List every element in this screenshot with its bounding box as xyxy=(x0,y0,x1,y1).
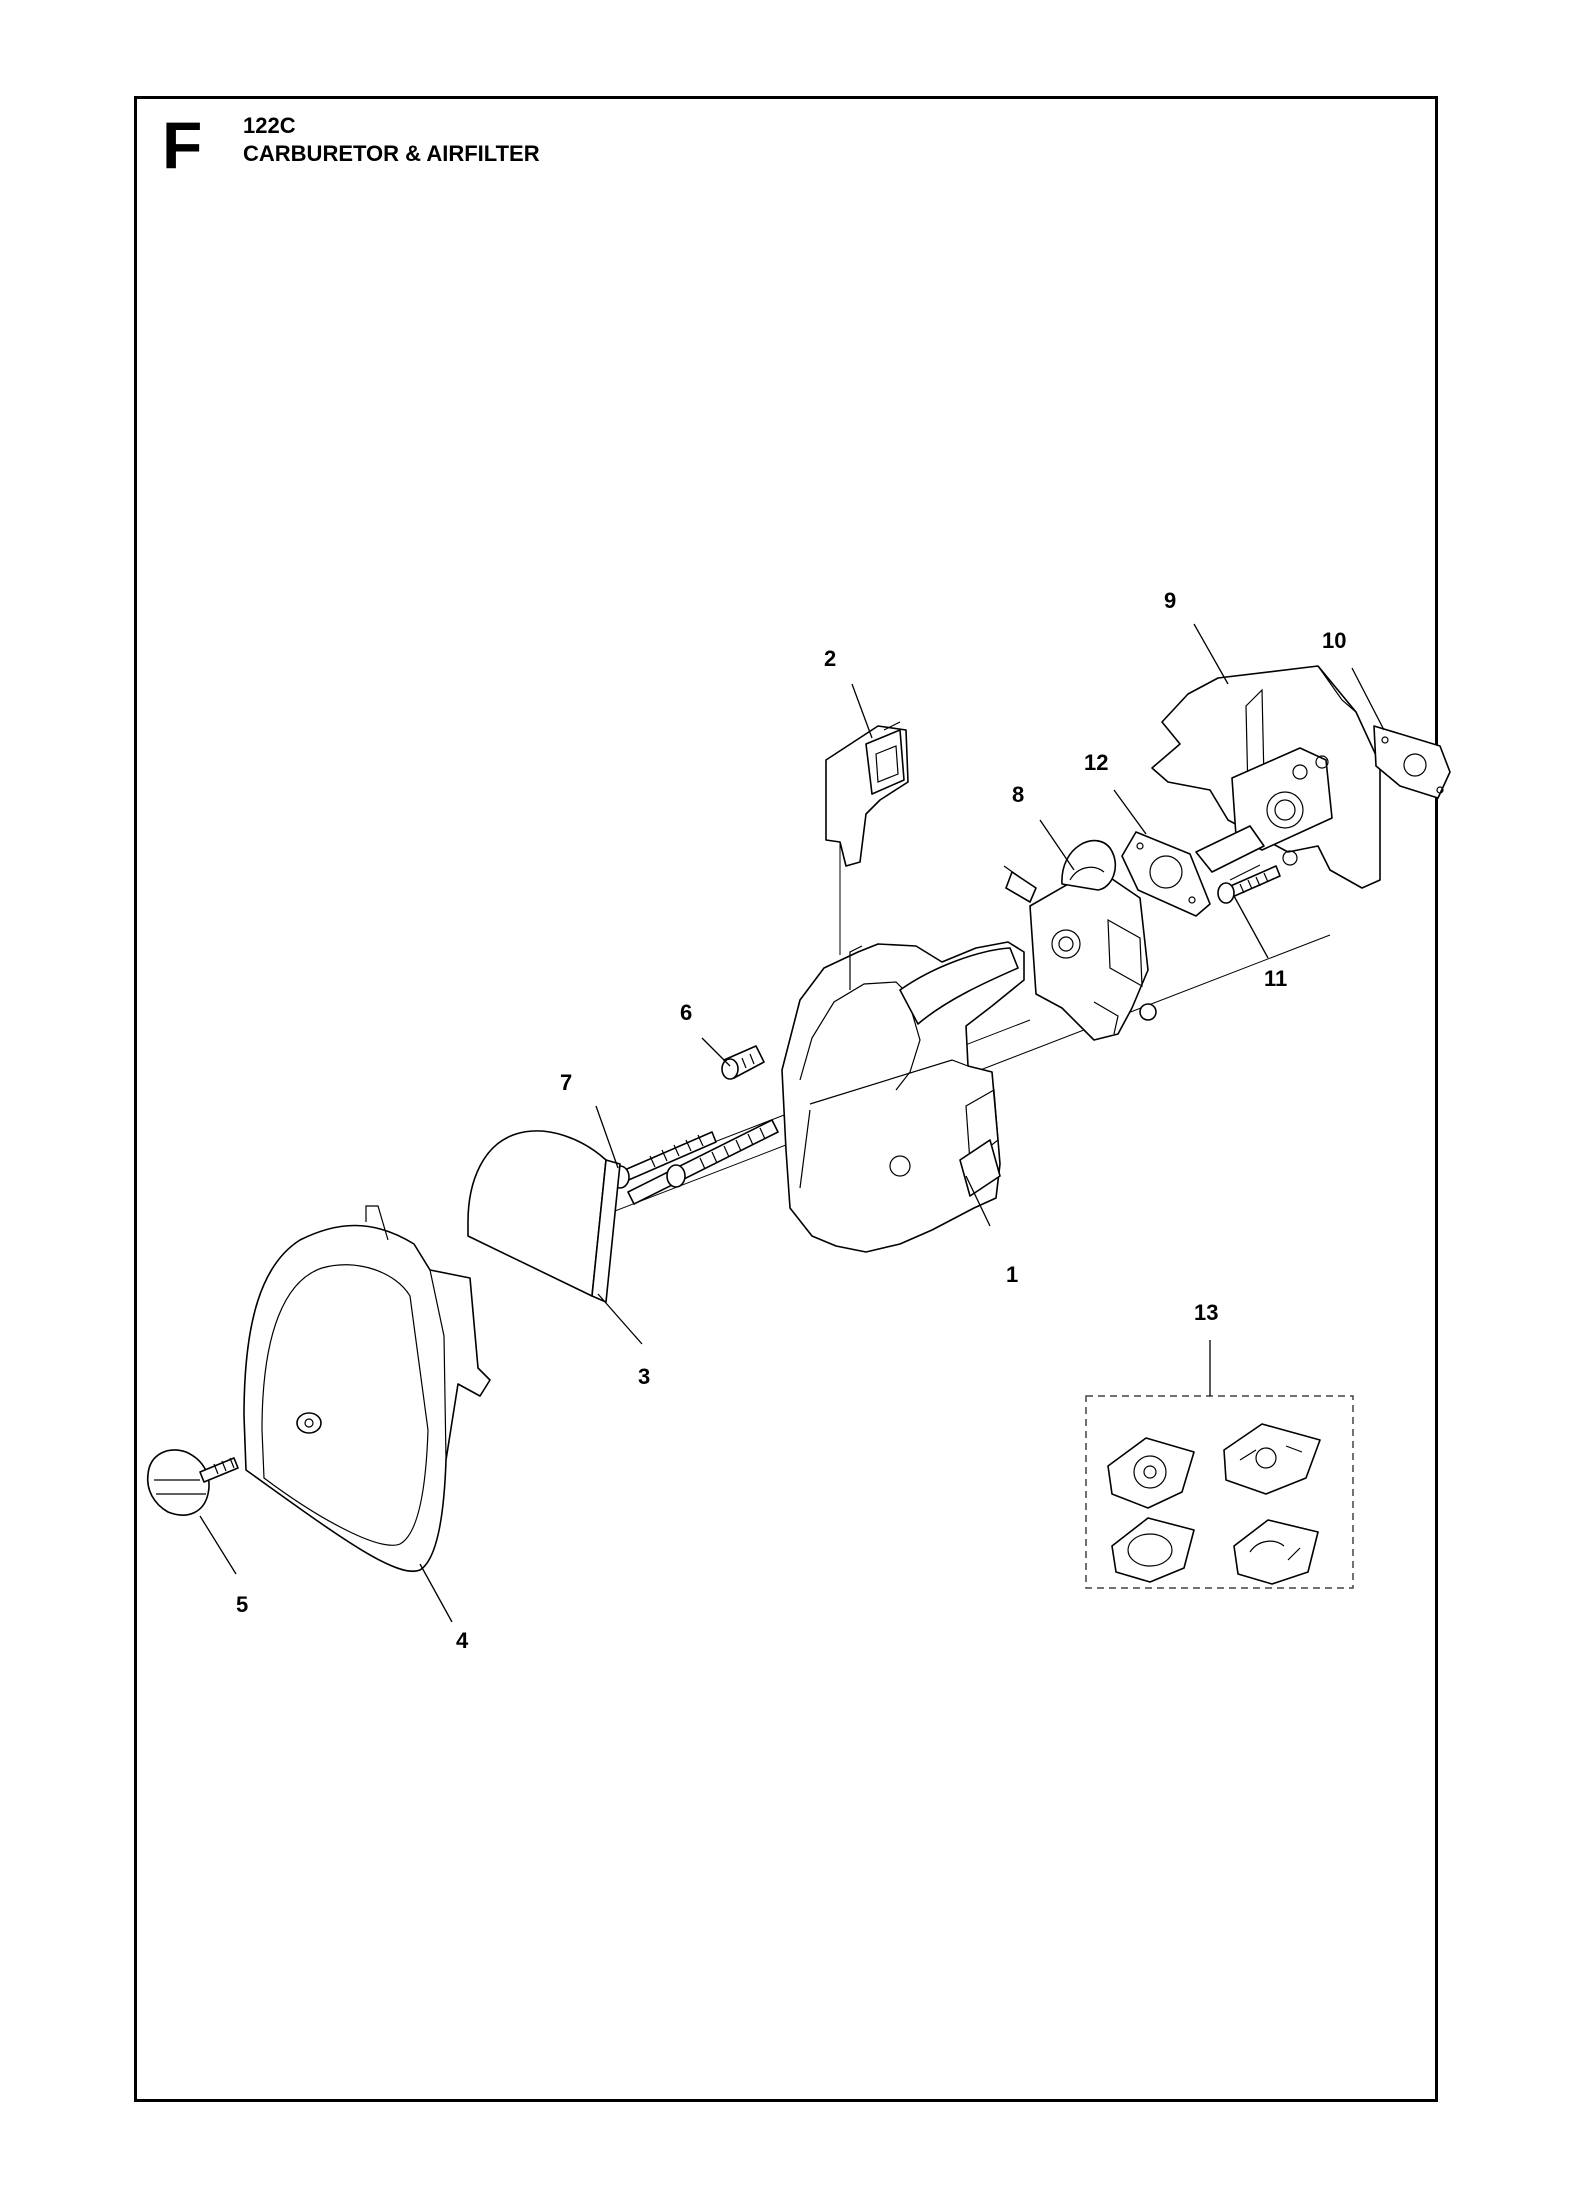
callout-labels: 1 2 3 4 5 6 7 8 9 10 11 12 13 xyxy=(236,588,1346,1653)
part-7-screw xyxy=(610,1131,717,1189)
part-11-screw xyxy=(1217,865,1281,904)
part-5-knob xyxy=(146,1449,239,1516)
section-letter: F xyxy=(162,108,203,182)
callout-1: 1 xyxy=(1006,1262,1018,1287)
callout-4: 4 xyxy=(456,1628,469,1653)
part-12-gasket xyxy=(1121,831,1211,917)
callout-5: 5 xyxy=(236,1592,248,1617)
callout-3: 3 xyxy=(638,1364,650,1389)
callout-2: 2 xyxy=(824,646,836,671)
callout-11: 11 xyxy=(1264,966,1287,991)
part-10-gasket xyxy=(1373,725,1451,799)
part-8-carburetor xyxy=(1003,839,1157,1041)
part-9-carb-housing xyxy=(1151,665,1381,889)
leader-lines xyxy=(199,623,1385,1623)
part-13-gasket-kit xyxy=(1085,1395,1354,1589)
part-4-filter-cover xyxy=(243,1205,491,1573)
part-1-filter-housing xyxy=(781,941,1025,1253)
section-title: CARBURETOR & AIRFILTER xyxy=(243,141,540,166)
callout-13: 13 xyxy=(1194,1300,1218,1325)
callout-8: 8 xyxy=(1012,782,1024,807)
callout-12: 12 xyxy=(1084,750,1108,775)
part-2-bracket xyxy=(825,721,909,867)
part-6-nut xyxy=(721,1045,765,1080)
callout-10: 10 xyxy=(1322,628,1346,653)
part-3-filter-element xyxy=(467,1130,621,1303)
callout-7: 7 xyxy=(560,1070,572,1095)
callout-9: 9 xyxy=(1164,588,1176,613)
model-number: 122C xyxy=(243,113,296,138)
callout-6: 6 xyxy=(680,1000,692,1025)
part-6-screw xyxy=(627,1119,779,1205)
sheet-border xyxy=(134,96,1438,2102)
